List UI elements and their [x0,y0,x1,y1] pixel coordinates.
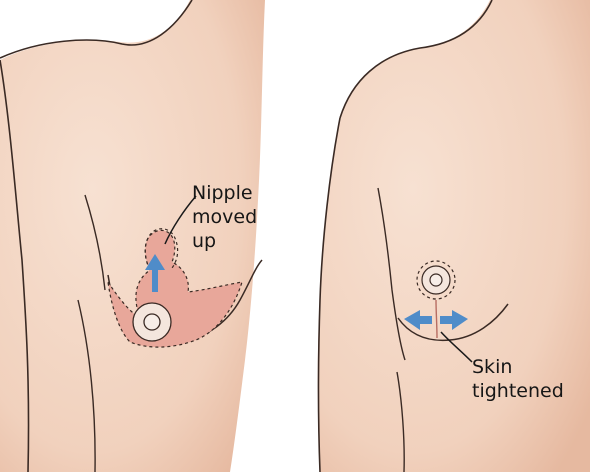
nipple-label-line-1: Nipple [192,181,257,205]
skin-label-line-1: Skin [472,355,564,379]
nipple-moved-up-label: Nipple moved up [192,181,257,253]
nipple-label-line-3: up [192,229,257,253]
right-nipple [430,274,442,286]
skin-label-line-2: tightened [472,379,564,403]
left-nipple [144,314,160,330]
nipple-label-line-2: moved [192,205,257,229]
skin-tightened-label: Skin tightened [472,355,564,403]
